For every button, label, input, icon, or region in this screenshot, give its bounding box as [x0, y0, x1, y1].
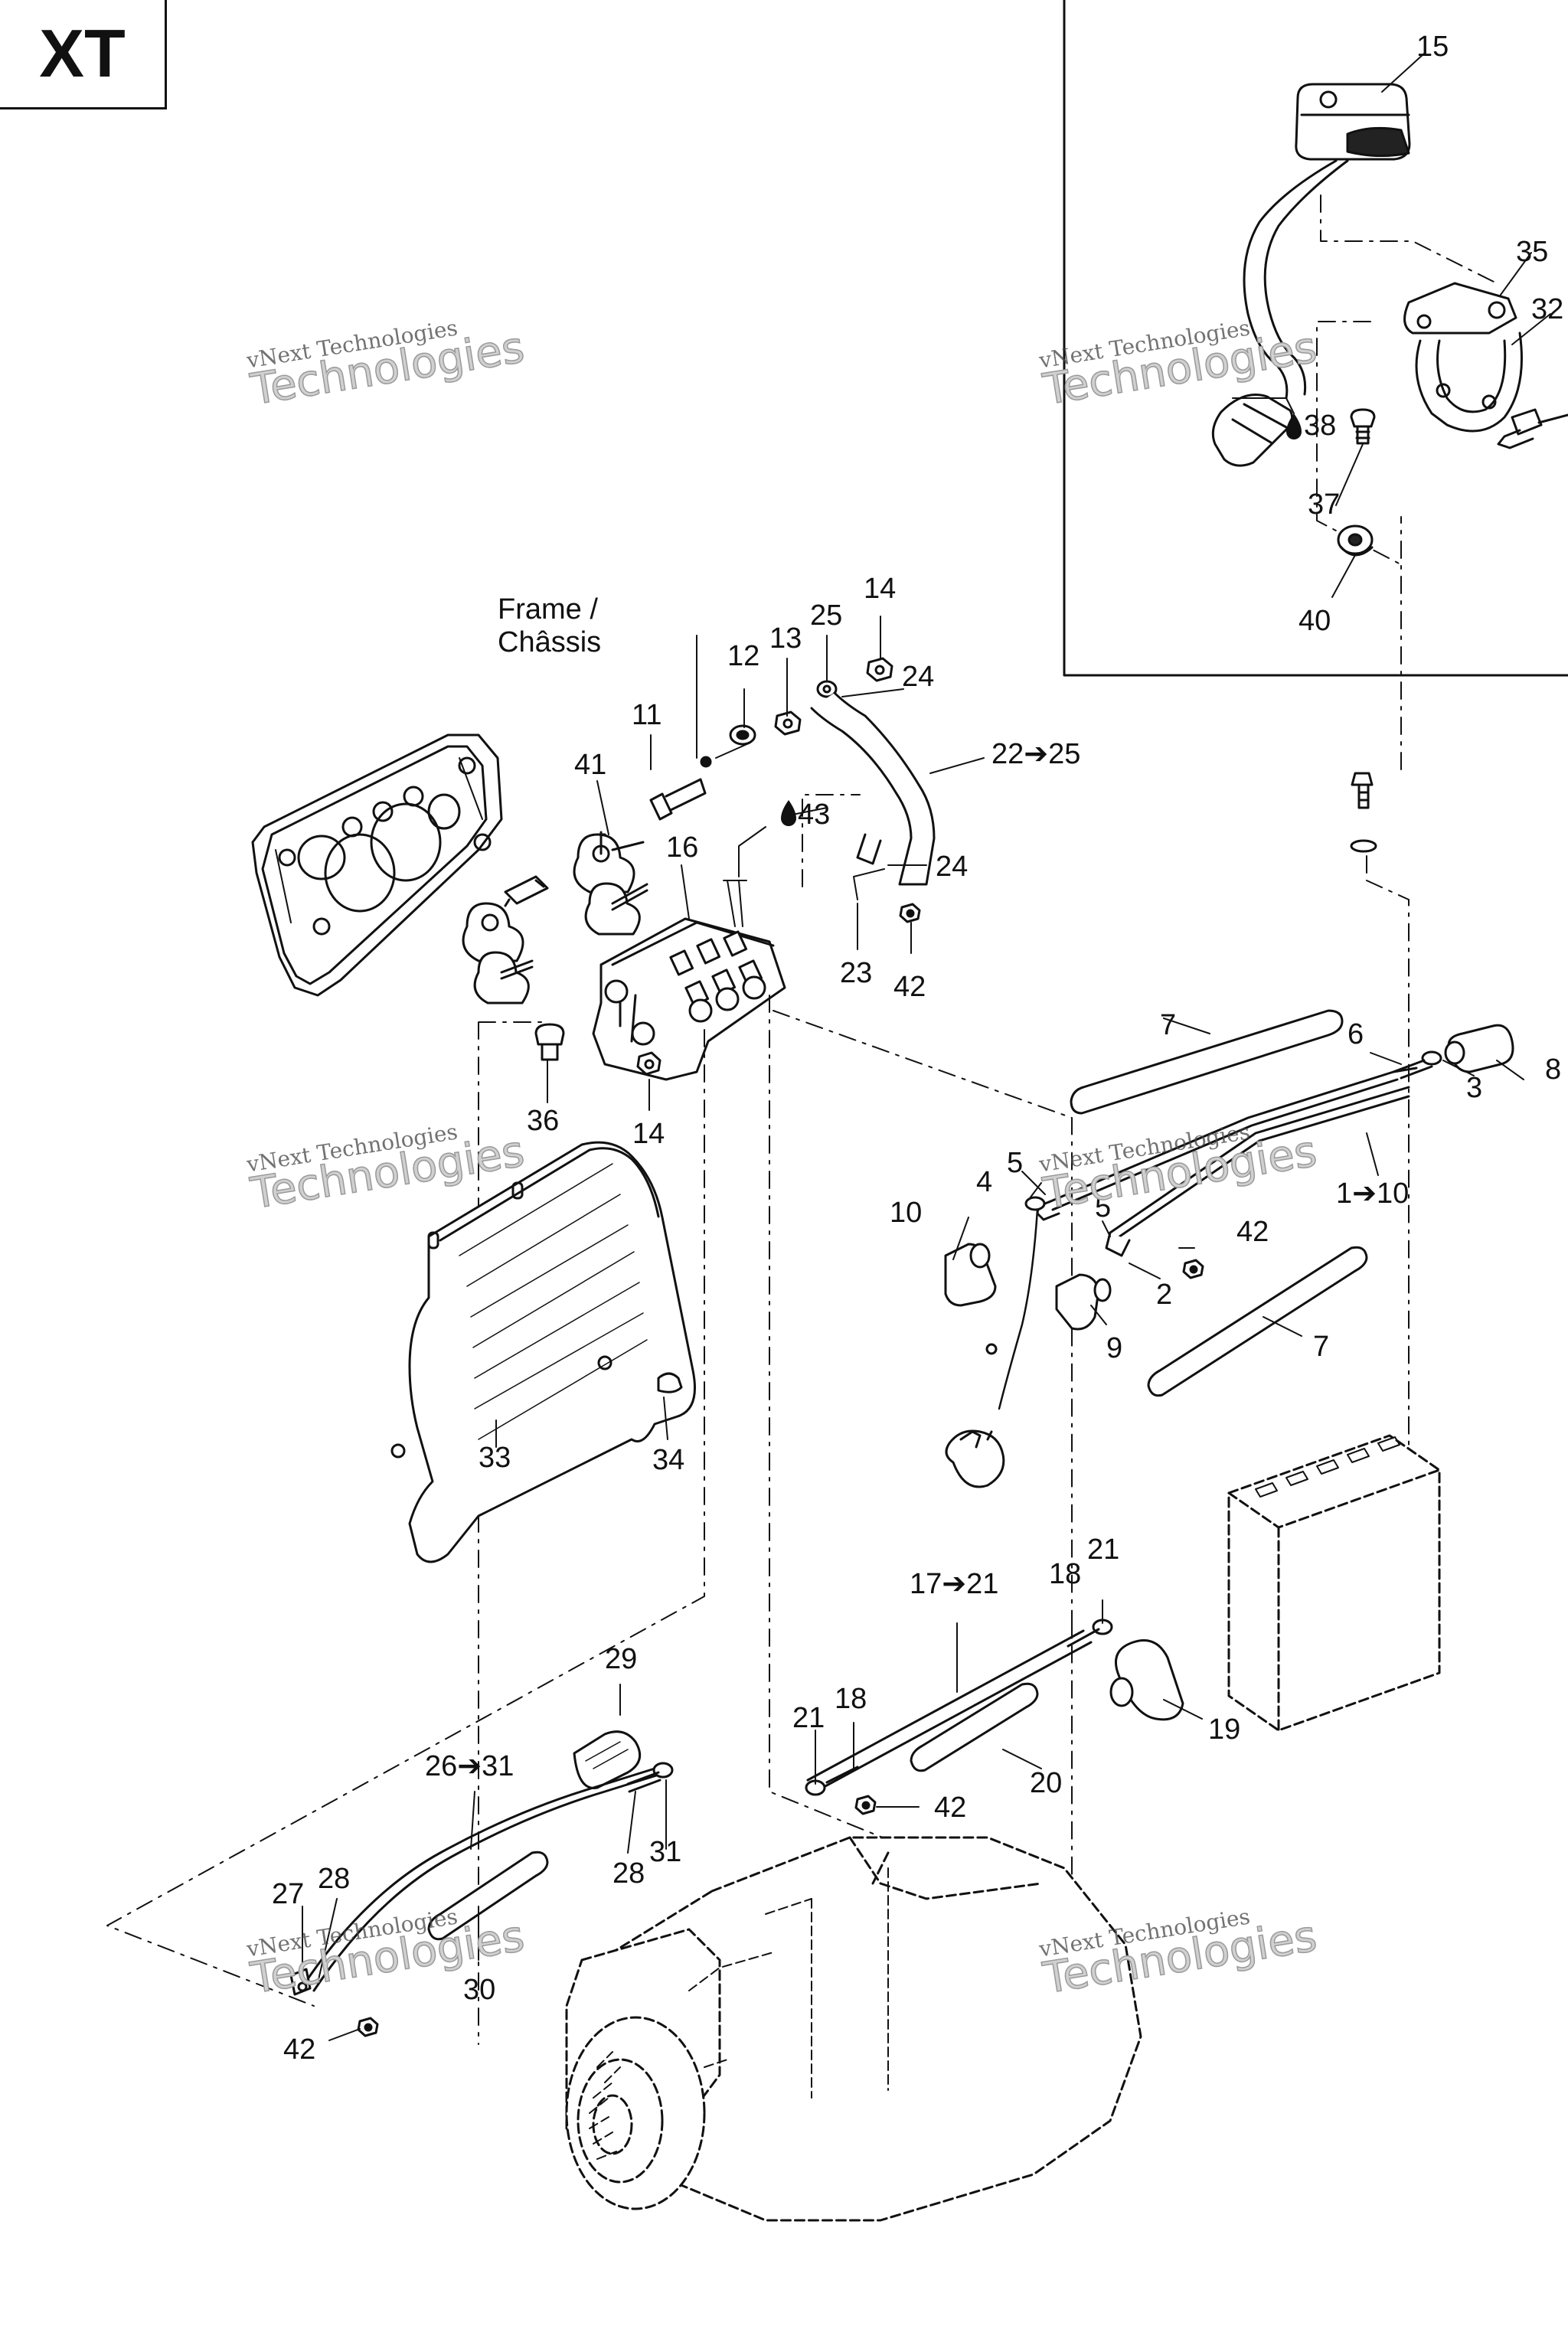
callout-7-bottom: 7	[1313, 1331, 1330, 1363]
diagram-title: XT	[39, 15, 126, 91]
callout-28-left: 28	[318, 1863, 351, 1895]
callout-11: 11	[632, 699, 662, 731]
solenoid-terminal	[945, 1343, 1005, 1488]
callout-21-bottom: 21	[792, 1702, 825, 1734]
mounting-plate	[251, 733, 503, 997]
callout-28-mid: 28	[612, 1857, 645, 1890]
callout-37: 37	[1308, 488, 1341, 521]
callout-13: 13	[769, 622, 802, 655]
battery	[1227, 1434, 1441, 1732]
title-box: XT	[0, 0, 167, 109]
battery-cable-7b	[1147, 1246, 1368, 1397]
callout-22-25: 22➔25	[991, 738, 1081, 770]
callout-42-a: 42	[893, 971, 926, 1003]
sleeve-20	[910, 1682, 1039, 1772]
callout-18-bottom: 18	[835, 1683, 867, 1715]
starter-motor	[565, 1836, 1142, 2222]
callout-24-mid: 24	[936, 851, 969, 883]
boot-10	[944, 1243, 997, 1307]
isolators-41	[462, 831, 648, 1004]
battery-cable-7a	[1070, 1009, 1344, 1115]
callout-26-31: 26➔31	[425, 1750, 514, 1782]
battery-bolt	[1350, 772, 1377, 853]
callout-17-21: 17➔21	[910, 1568, 999, 1600]
cable-22-25	[810, 691, 936, 886]
frame-label-line1: Frame /	[498, 593, 598, 626]
callout-35: 35	[1516, 236, 1549, 268]
screw-37	[1350, 408, 1376, 445]
callout-15: 15	[1416, 31, 1449, 63]
callout-3: 3	[1466, 1072, 1483, 1104]
bolt-11	[649, 778, 707, 821]
inset-box	[1063, 0, 1568, 677]
boot-9	[1055, 1273, 1112, 1331]
frame-label: Frame / Châssis	[498, 593, 601, 658]
callout-10: 10	[890, 1197, 923, 1229]
callout-5-top: 5	[1007, 1147, 1024, 1179]
callout-30: 30	[463, 1974, 496, 2006]
callout-43: 43	[798, 799, 831, 831]
washer-12	[729, 724, 756, 746]
callout-20: 20	[1030, 1767, 1063, 1799]
nut-14-top	[866, 657, 893, 682]
callout-14-bottom: 14	[632, 1118, 665, 1150]
nut-42-d	[357, 2017, 379, 2037]
nut-42-c	[854, 1795, 877, 1815]
sleeve-30	[427, 1851, 549, 1941]
callout-38: 38	[1304, 410, 1337, 442]
frame-label-line2: Châssis	[498, 626, 602, 658]
oil-drop-icon	[1286, 413, 1302, 439]
nut-13	[774, 710, 802, 736]
callout-42-b: 42	[1236, 1216, 1269, 1248]
callout-7-top: 7	[1160, 1009, 1177, 1041]
callout-24-top: 24	[902, 661, 935, 693]
callout-9: 9	[1106, 1332, 1123, 1364]
bracket-clamp	[1403, 282, 1568, 449]
callout-36: 36	[527, 1105, 560, 1137]
callout-32: 32	[1531, 293, 1564, 325]
callout-12: 12	[727, 640, 760, 672]
callout-4: 4	[976, 1166, 993, 1198]
nut-14-bottom	[636, 1051, 662, 1076]
fuse-box-16	[592, 880, 786, 1081]
callout-23: 23	[840, 957, 873, 989]
callout-8: 8	[1545, 1054, 1562, 1086]
plug-34	[657, 1372, 683, 1393]
callout-27: 27	[272, 1878, 305, 1910]
callout-42-c: 42	[934, 1792, 967, 1824]
callout-14-top: 14	[864, 573, 897, 605]
heat-shield-33	[390, 1141, 696, 1563]
battery-cable-1-10	[1024, 1050, 1442, 1257]
nut-42-a	[899, 903, 921, 923]
callout-2: 2	[1156, 1279, 1173, 1311]
callout-21-top: 21	[1087, 1534, 1120, 1566]
callout-29: 29	[605, 1643, 638, 1675]
callout-33: 33	[479, 1442, 511, 1474]
callout-5-mid: 5	[1095, 1191, 1112, 1223]
boot-19	[1109, 1639, 1184, 1721]
callout-31: 31	[649, 1836, 682, 1868]
callout-34: 34	[652, 1444, 685, 1476]
nut-42-b	[1182, 1259, 1204, 1279]
callout-41: 41	[574, 749, 607, 781]
cable-26-31	[289, 1762, 674, 1996]
callout-6: 6	[1348, 1018, 1364, 1050]
callout-25: 25	[810, 599, 843, 632]
boot-29	[573, 1730, 642, 1789]
grommet-40	[1337, 524, 1374, 557]
callout-42-d: 42	[283, 2034, 316, 2066]
callout-40: 40	[1298, 605, 1331, 637]
oil-drop-icon	[781, 800, 796, 826]
switch-assembly	[1211, 83, 1411, 467]
callout-1-10: 1➔10	[1336, 1178, 1410, 1210]
callout-18-top: 18	[1049, 1558, 1082, 1590]
callout-16: 16	[666, 831, 699, 864]
screw-36	[534, 1023, 565, 1061]
callout-19: 19	[1208, 1713, 1241, 1746]
